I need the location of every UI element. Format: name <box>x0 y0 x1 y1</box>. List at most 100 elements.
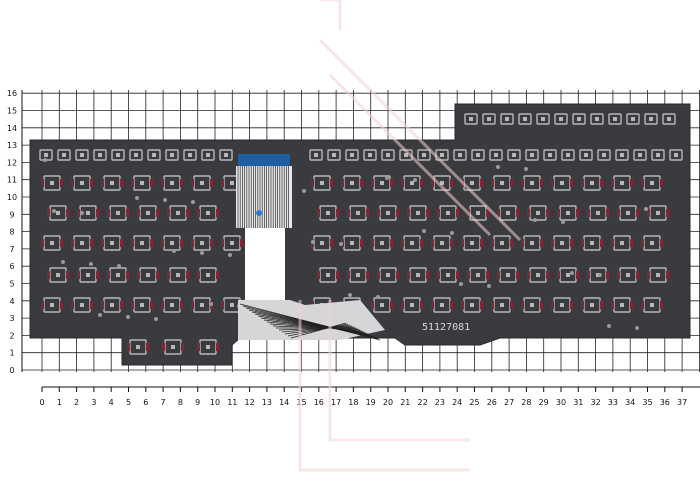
y-tick-label: 13 <box>7 141 17 150</box>
key-pad <box>127 339 149 355</box>
key-pad <box>617 267 639 283</box>
key-pad <box>626 113 640 125</box>
y-tick-label: 3 <box>9 314 14 323</box>
key-pad <box>147 149 161 161</box>
flex-cable-traces <box>237 166 289 228</box>
key-pad <box>197 267 219 283</box>
key-pad <box>572 113 586 125</box>
flex-cable-blue-strip <box>238 154 290 166</box>
x-tick-label: 4 <box>109 398 114 407</box>
key-pad <box>75 149 89 161</box>
key-pad <box>347 205 369 221</box>
cable-blue-dot <box>256 210 262 216</box>
flex-cable-window <box>245 228 285 300</box>
key-pad <box>491 175 513 191</box>
key-pad <box>101 235 123 251</box>
key-pad <box>41 297 63 313</box>
y-tick-label: 15 <box>7 107 17 116</box>
key-pad <box>669 149 683 161</box>
key-pad <box>197 339 219 355</box>
mount-hole <box>413 178 417 182</box>
key-pad <box>461 297 483 313</box>
x-tick-label: 6 <box>143 398 148 407</box>
x-tick-label: 36 <box>660 398 670 407</box>
key-pad <box>57 149 71 161</box>
key-pad <box>633 149 647 161</box>
key-pad <box>111 149 125 161</box>
x-tick-label: 31 <box>573 398 583 407</box>
key-pad <box>191 235 213 251</box>
x-tick-label: 22 <box>418 398 428 407</box>
mount-hole <box>228 253 232 257</box>
mount-hole <box>348 293 352 297</box>
x-tick-label: 16 <box>314 398 324 407</box>
mount-hole <box>385 176 389 180</box>
key-pad <box>536 113 550 125</box>
x-tick-label: 7 <box>161 398 166 407</box>
key-pad <box>491 235 513 251</box>
key-pad <box>482 113 496 125</box>
key-pad <box>137 205 159 221</box>
key-pad <box>641 297 663 313</box>
key-pad <box>521 175 543 191</box>
key-pad <box>551 175 573 191</box>
x-tick-label: 8 <box>178 398 183 407</box>
key-pad <box>611 297 633 313</box>
key-pad <box>608 113 622 125</box>
key-pad <box>93 149 107 161</box>
mount-hole <box>598 273 602 277</box>
x-tick-label: 34 <box>625 398 635 407</box>
key-pad <box>543 149 557 161</box>
x-tick-label: 19 <box>366 398 376 407</box>
x-tick-label: 26 <box>487 398 497 407</box>
key-pad <box>407 205 429 221</box>
key-pad <box>641 175 663 191</box>
key-pad <box>309 149 323 161</box>
key-pad <box>611 235 633 251</box>
key-pad <box>467 267 489 283</box>
key-pad <box>77 267 99 283</box>
key-pad <box>521 297 543 313</box>
key-pad <box>71 297 93 313</box>
key-pad <box>587 205 609 221</box>
key-pad <box>129 149 143 161</box>
key-pads <box>39 113 683 355</box>
mount-hole <box>533 218 537 222</box>
y-tick-label: 0 <box>9 366 14 375</box>
key-pad <box>377 205 399 221</box>
key-pad <box>381 149 395 161</box>
x-tick-label: 5 <box>126 398 131 407</box>
key-pad <box>101 175 123 191</box>
key-pad <box>527 267 549 283</box>
key-pad <box>401 297 423 313</box>
x-tick-label: 35 <box>642 398 652 407</box>
y-tick-label: 5 <box>9 280 14 289</box>
key-pad <box>453 149 467 161</box>
x-tick-label: 1 <box>57 398 62 407</box>
key-pad <box>161 235 183 251</box>
y-tick-label: 14 <box>7 124 17 133</box>
x-tick-label: 29 <box>539 398 549 407</box>
x-tick-label: 14 <box>279 398 289 407</box>
key-pad <box>507 149 521 161</box>
x-tick-label: 9 <box>195 398 200 407</box>
key-pad <box>221 235 243 251</box>
key-pad <box>437 267 459 283</box>
y-tick-label: 9 <box>9 210 14 219</box>
mount-hole <box>117 264 121 268</box>
key-pad <box>107 205 129 221</box>
mount-hole <box>163 198 167 202</box>
key-pad <box>401 235 423 251</box>
key-pad <box>107 267 129 283</box>
x-tick-label: 23 <box>435 398 445 407</box>
mount-hole <box>98 313 102 317</box>
x-tick-label: 3 <box>91 398 96 407</box>
key-pad <box>311 175 333 191</box>
mount-hole <box>52 209 56 213</box>
keyboard-membrane: 51127081 <box>29 103 691 366</box>
key-pad <box>521 235 543 251</box>
mount-hole <box>635 326 639 330</box>
key-pad <box>581 297 603 313</box>
